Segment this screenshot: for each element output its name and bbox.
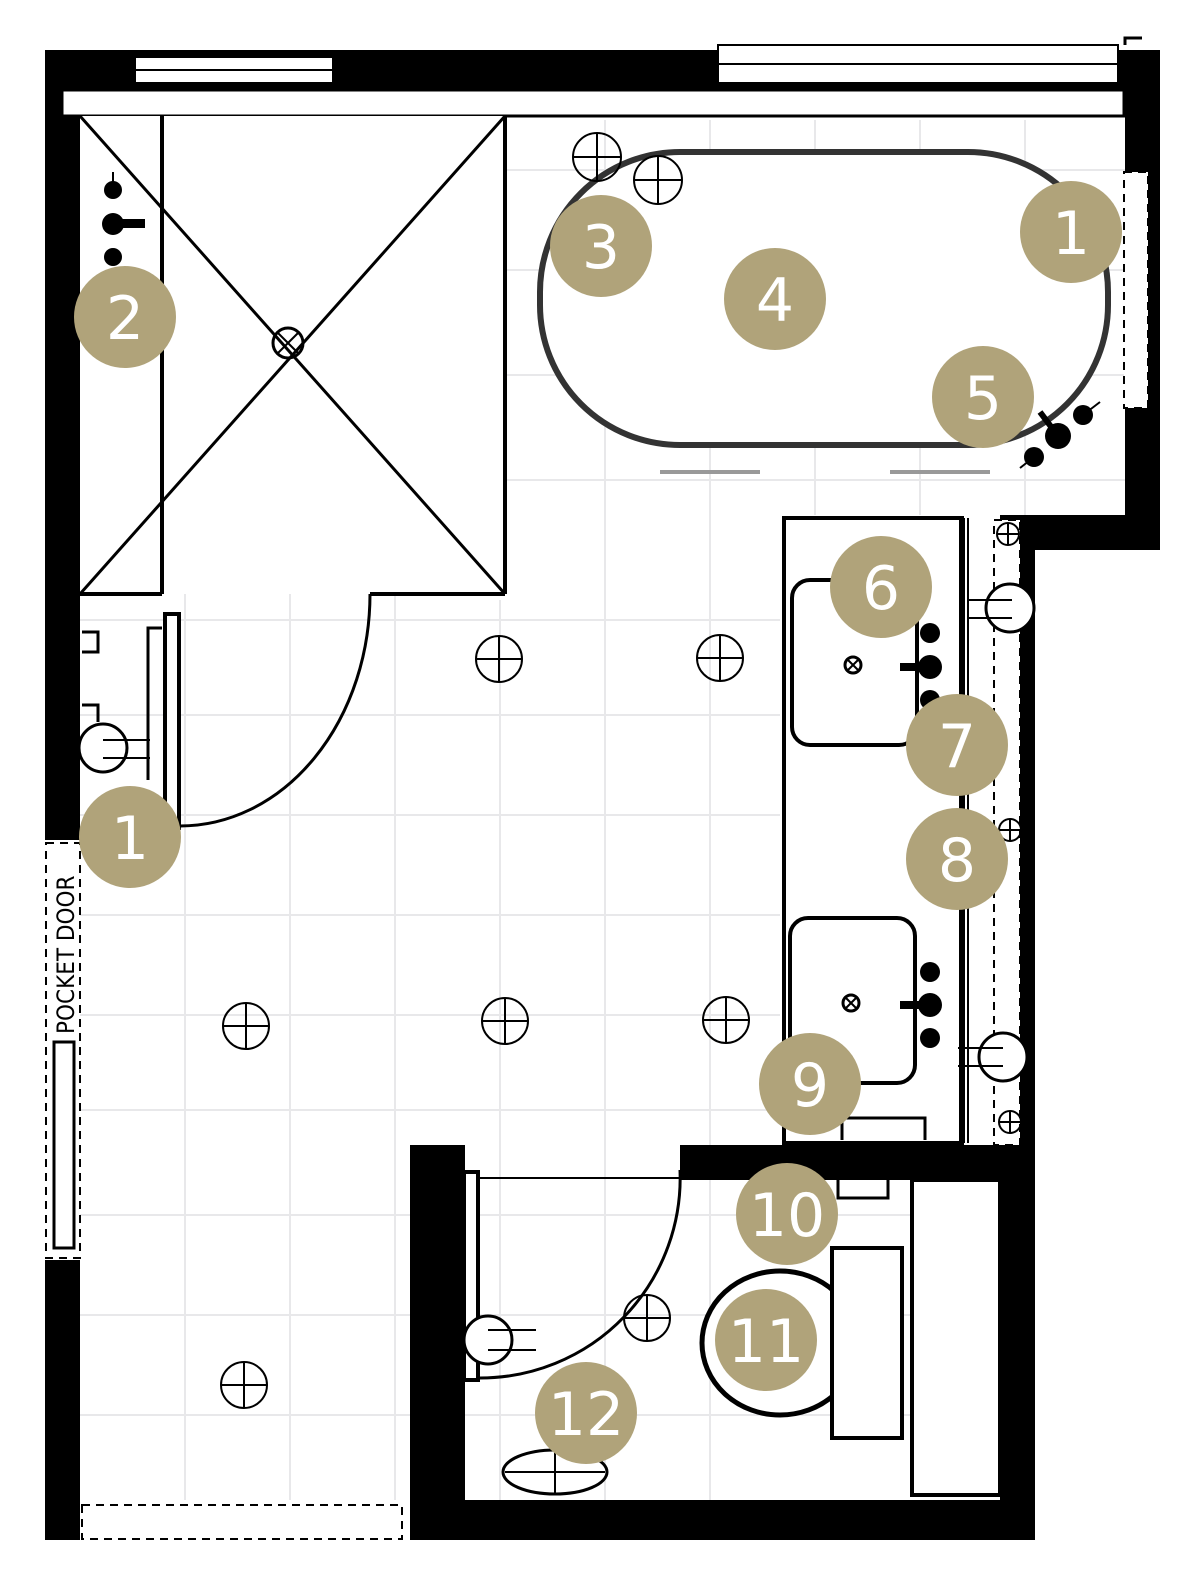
marker-10-label: 10: [749, 1181, 825, 1251]
marker-9-label: 9: [791, 1051, 829, 1121]
light-icon: [998, 818, 1022, 842]
light-icon: [696, 634, 744, 682]
tub-faucet-icon: [1019, 401, 1101, 469]
marker-6-circle: [830, 536, 932, 638]
tub-wall-window: [1123, 171, 1149, 409]
light-icon: [481, 997, 529, 1045]
top-windows: [60, 36, 1142, 118]
shower-door-panel: [163, 612, 181, 830]
marker-4-circle: [724, 248, 826, 350]
marker-9-circle: [759, 1033, 861, 1135]
light-icon: [633, 155, 683, 205]
marker-2-circle: [74, 266, 176, 368]
bottom-opening: [81, 1504, 403, 1540]
marker-3-circle: [550, 195, 652, 297]
light-icon: [998, 1110, 1022, 1134]
marker-11-circle: [715, 1289, 817, 1391]
towel-hook-icon: [77, 722, 129, 774]
toilet-tank: [830, 1246, 904, 1440]
marker-8-circle: [906, 808, 1008, 910]
marker-12-label: 12: [548, 1380, 624, 1450]
marker-10-circle: [736, 1163, 838, 1265]
light-icon: [996, 522, 1020, 546]
recessed-lights: [220, 132, 1022, 1409]
marker-4-label: 4: [756, 266, 794, 336]
light-icon: [572, 132, 622, 182]
light-icon: [220, 1361, 268, 1409]
shower-door-swing: [179, 593, 372, 828]
marker-6-label: 6: [862, 554, 900, 624]
markers: 1 2 3 4 5 6 7 8 9 10 11 12 1: [74, 181, 1122, 1464]
marker-7-circle: [906, 694, 1008, 796]
light-icon: [222, 1002, 270, 1050]
marker-8-label: 8: [938, 826, 976, 896]
shower-drain-icon: [271, 326, 305, 360]
light-icon: [475, 635, 523, 683]
marker-1-top-label: 1: [1052, 199, 1090, 269]
pocket-door-label: POCKET DOOR: [52, 875, 80, 1034]
marker-12-circle: [535, 1362, 637, 1464]
light-icon: [702, 996, 750, 1044]
marker-7-label: 7: [938, 712, 976, 782]
marker-5-circle: [932, 346, 1034, 448]
marker-1-top-circle: [1020, 181, 1122, 283]
light-icon: [623, 1294, 671, 1342]
marker-3-label: 3: [582, 213, 620, 283]
marker-2-label: 2: [106, 284, 144, 354]
marker-1-entry-label: 1: [111, 804, 149, 874]
pocket-door: POCKET DOOR: [45, 842, 81, 1259]
marker-11-label: 11: [728, 1307, 804, 1377]
marker-1-entry-circle: [79, 786, 181, 888]
marker-5-label: 5: [964, 364, 1002, 434]
